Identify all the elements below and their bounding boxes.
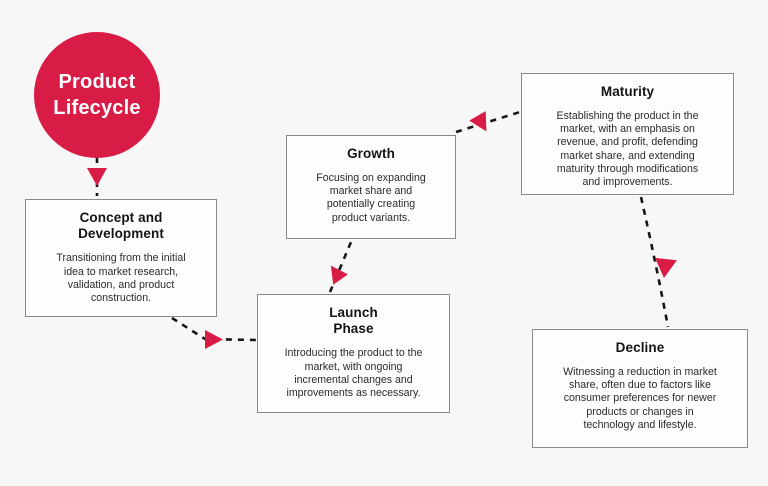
stage-title: Decline (615, 340, 665, 355)
stage-description: Transitioning from the initial idea to m… (56, 252, 186, 304)
arrowhead-upright-icon (469, 111, 487, 132)
connector-maturity-decline (639, 196, 670, 328)
arrowhead-down-icon (87, 168, 107, 186)
hub-circle: Product Lifecycle (34, 32, 160, 158)
stage-title: Growth (347, 146, 395, 161)
stage-box-launch: Launch Phase Introducing the product to … (257, 294, 450, 413)
connector-growth-maturity (455, 110, 521, 134)
stage-description: Witnessing a reduction in market share, … (563, 366, 717, 431)
connector-concept-launch (171, 316, 257, 342)
stage-title: Concept and Development (78, 210, 164, 242)
stage-box-concept: Concept and Development Transitioning fr… (25, 199, 217, 317)
arrowhead-down-icon (655, 257, 677, 278)
stage-description: Introducing the product to the market, w… (284, 347, 423, 399)
connector-launch-growth (328, 241, 353, 293)
hub-title: Product Lifecycle (53, 71, 141, 119)
arrowhead-up-icon (330, 265, 348, 285)
arrowhead-right-icon (205, 330, 223, 349)
stage-description: Establishing the product in the market, … (556, 110, 699, 188)
stage-box-maturity: Maturity Establishing the product in the… (521, 73, 734, 195)
stage-title: Maturity (600, 84, 655, 99)
stage-box-decline: Decline Witnessing a reduction in market… (532, 329, 748, 448)
stage-description: Focusing on expanding market share and p… (316, 172, 426, 224)
stage-box-growth: Growth Focusing on expanding market shar… (286, 135, 456, 239)
stage-title: Launch Phase (329, 305, 378, 337)
